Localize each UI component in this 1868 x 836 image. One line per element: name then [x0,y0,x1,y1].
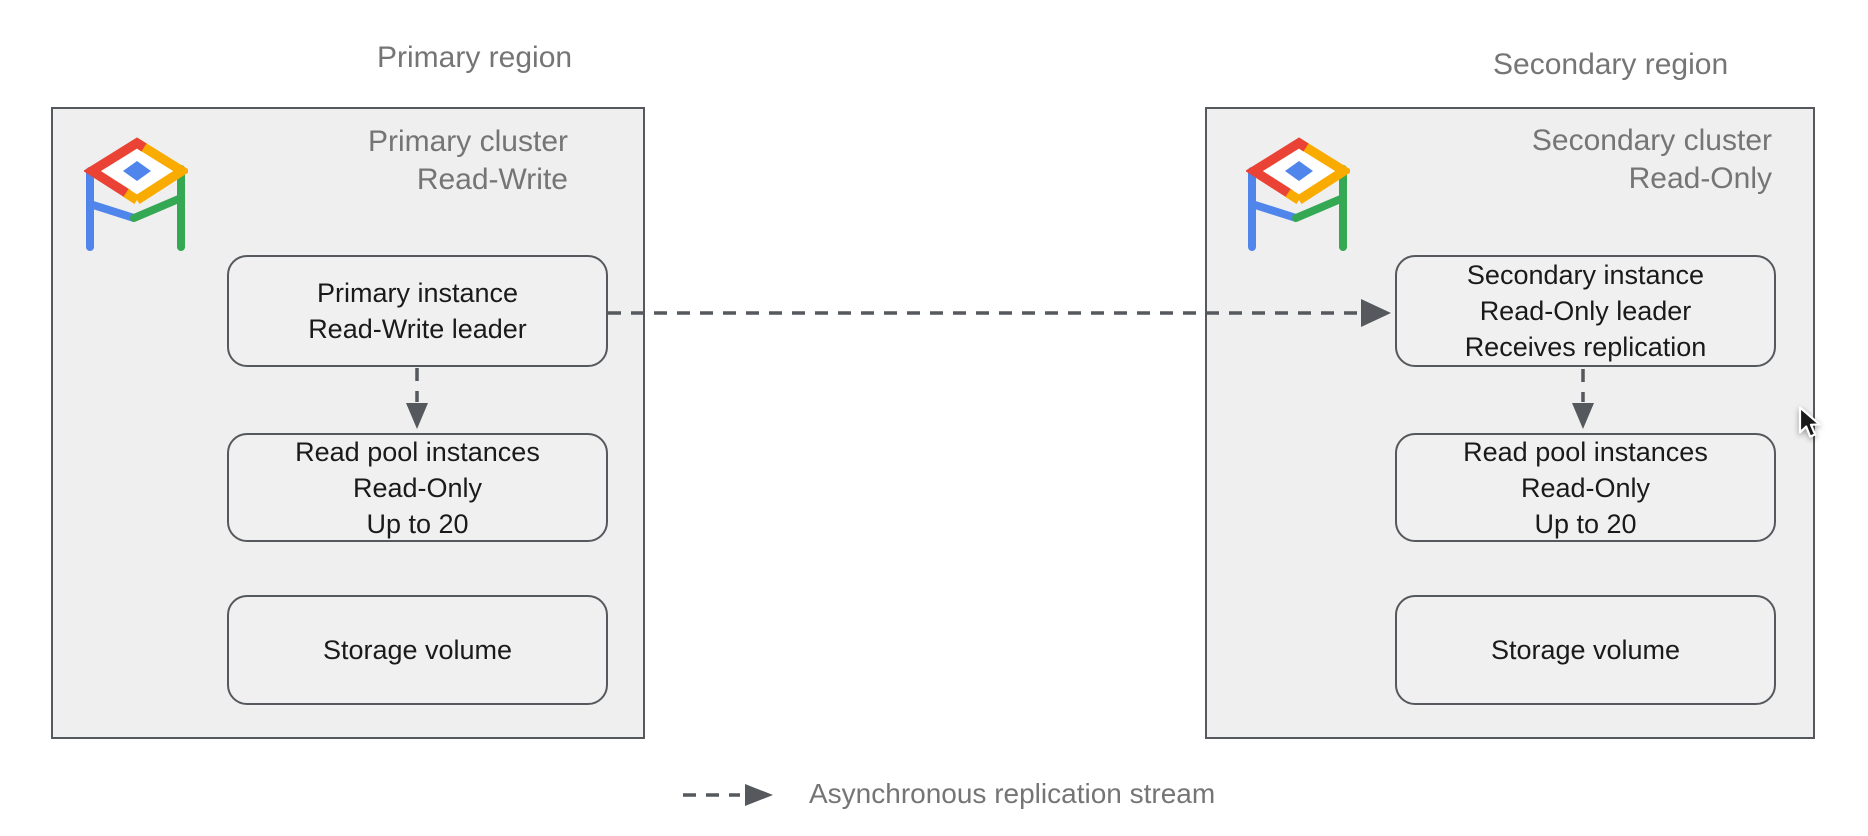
node-line: Primary instance [316,278,519,308]
primary-instance-node: Primary instance Read-Write leader [227,255,608,367]
node-line: Receives replication [1464,332,1707,362]
node-line: Up to 20 [1534,508,1637,539]
secondary-cluster-box: Secondary cluster Read-Only Secondary in… [1205,107,1815,739]
legend-label: Asynchronous replication stream [809,778,1216,809]
node-line: Read pool instances [1463,436,1708,467]
legend-arrowhead [745,784,773,806]
node-line: Up to 20 [366,508,469,539]
alloydb-icon [84,137,188,251]
node-line: Read-Only [1520,472,1651,503]
cluster-title-line: Read-Only [1628,162,1772,195]
node-line: Storage volume [1490,635,1681,665]
cluster-title-line: Primary cluster [367,125,568,158]
secondary-storage-volume-node: Storage volume [1395,595,1776,705]
alloydb-icon [1246,137,1350,251]
secondary-region-label: Secondary region [1493,48,1729,81]
secondary-read-pool-node: Read pool instances Read-Only Up to 20 [1395,433,1776,542]
primary-storage-volume-node: Storage volume [227,595,608,705]
cluster-title-line: Read-Write [416,163,568,196]
secondary-cluster-title: Secondary cluster Read-Only [1532,122,1772,198]
cluster-title-line: Secondary cluster [1531,124,1772,157]
node-line: Secondary instance [1466,260,1705,290]
primary-region-label: Primary region [377,41,573,74]
node-line: Read-Write leader [308,314,527,344]
primary-cluster-box: Primary cluster Read-Write Primary insta… [51,107,645,739]
node-line: Read-Only leader [1479,296,1692,326]
node-line: Read-Only [352,472,483,503]
node-line: Read pool instances [295,436,540,467]
secondary-instance-node: Secondary instance Read-Only leader Rece… [1395,255,1776,367]
mouse-cursor-icon [1798,406,1821,438]
primary-cluster-title: Primary cluster Read-Write [368,123,568,199]
node-line: Storage volume [322,635,513,665]
primary-read-pool-node: Read pool instances Read-Only Up to 20 [227,433,608,542]
